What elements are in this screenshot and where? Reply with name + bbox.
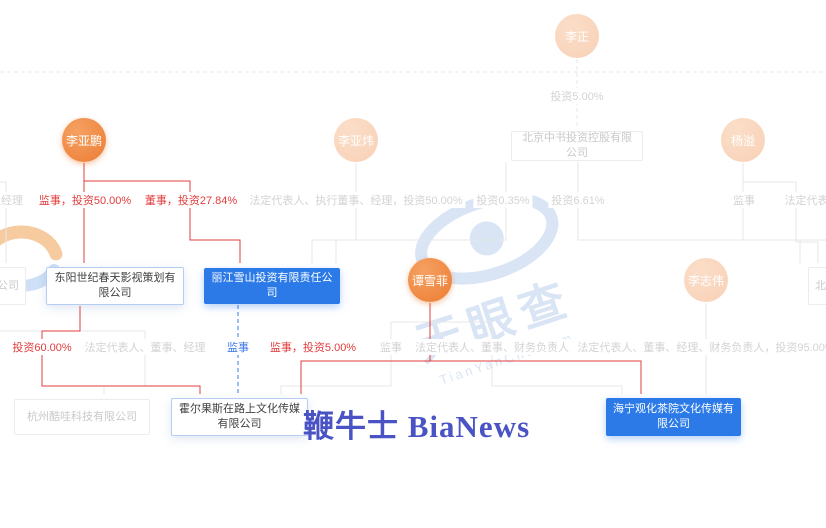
company-name: 海宁观化茶院文化传媒有限公司 xyxy=(613,403,734,430)
edge-label: 监事 xyxy=(224,339,252,355)
company-node-left-partial[interactable]: …有限公司 xyxy=(0,267,26,305)
edge-label: 监事 xyxy=(730,192,758,208)
company-node-hangzhoukuwa[interactable]: 杭州酷哇科技有限公司 xyxy=(14,399,150,435)
edge-tanxuefei-huoerguosi xyxy=(300,303,431,394)
company-node-lijiang[interactable]: 丽江雪山投资有限责任公司 xyxy=(204,268,340,304)
person-name: 杨溢 xyxy=(730,133,755,148)
company-name: 北京中书投资控股有限公司 xyxy=(522,132,632,159)
company-name: 霍尔果斯在路上文化传媒有限公司 xyxy=(179,403,300,430)
company-node-beijingzhongshu[interactable]: 北京中书投资控股有限公司 xyxy=(511,131,643,161)
person-name: 谭雪菲 xyxy=(411,273,448,288)
company-node-right-partial[interactable]: 北京… xyxy=(808,267,826,305)
edge-label: 法定代表人、董事、财务负责人 xyxy=(412,339,572,355)
edge-label: 投资60.00% xyxy=(9,339,75,355)
company-name: 北京… xyxy=(815,279,826,292)
person-node-liyapeng[interactable]: 李亚鹏 xyxy=(62,118,106,162)
company-name: 杭州酷哇科技有限公司 xyxy=(27,410,137,423)
edge-dongyang-huoerguosi xyxy=(41,306,201,394)
person-node-lizhiwei[interactable]: 李志伟 xyxy=(684,258,728,302)
company-name: 东阳世纪春天影视策划有限公司 xyxy=(54,272,176,299)
edge-label: 监事，投资5.00% xyxy=(266,339,360,355)
edge-offscreen-leftcompany xyxy=(0,181,7,263)
edge-yangyi-rightcompany-a xyxy=(742,163,801,263)
edge-label: 投资0.35% xyxy=(473,192,533,208)
edge-label: 法定代表人 xyxy=(781,192,826,208)
edge-label: 监事 xyxy=(377,339,405,355)
person-node-tanxuefei[interactable]: 谭雪菲 xyxy=(408,258,452,302)
edge-label: 监事，投资50.00% xyxy=(35,192,135,208)
edge-yangyi-rightcompany-b xyxy=(742,163,819,263)
bianews-watermark: 鞭牛士 BiaNews xyxy=(303,409,531,444)
person-name: 李正 xyxy=(564,29,589,44)
company-node-haining[interactable]: 海宁观化茶院文化传媒有限公司 xyxy=(606,398,741,436)
company-node-huoerguosi[interactable]: 霍尔果斯在路上文化传媒有限公司 xyxy=(171,398,308,436)
person-node-liyawei[interactable]: 李亚炜 xyxy=(334,118,378,162)
edge-label: 法定代表人、董事、经理、财务负责人，投资95.00% xyxy=(574,339,826,355)
edge-label: 投资5.00% xyxy=(547,88,607,104)
company-name: …有限公司 xyxy=(0,279,19,292)
edge-beijingzhongshu-lijiang xyxy=(335,162,507,263)
company-node-dongyang[interactable]: 东阳世纪春天影视策划有限公司 xyxy=(46,267,184,305)
edge-label: 投资6.61% xyxy=(548,192,608,208)
person-name: 李志伟 xyxy=(687,273,724,288)
company-name: 丽江雪山投资有限责任公司 xyxy=(211,272,333,299)
edge-liyapeng-lijiang xyxy=(83,163,241,263)
edge-label: 董事，投资27.84% xyxy=(141,192,241,208)
edge-label: 经理 xyxy=(0,192,26,208)
person-name: 李亚炜 xyxy=(337,133,374,148)
person-node-yangyi[interactable]: 杨溢 xyxy=(721,118,765,162)
edge-label: 法定代表人、执行董事、经理，投资50.00% xyxy=(246,192,466,208)
edge-tanxuefei-haining xyxy=(430,360,642,394)
edge-liyawei-lijiang xyxy=(311,163,357,263)
person-node-lizheng[interactable]: 李正 xyxy=(555,14,599,58)
edge-label: 法定代表人、董事、经理 xyxy=(81,339,209,355)
person-name: 李亚鹏 xyxy=(65,133,102,148)
